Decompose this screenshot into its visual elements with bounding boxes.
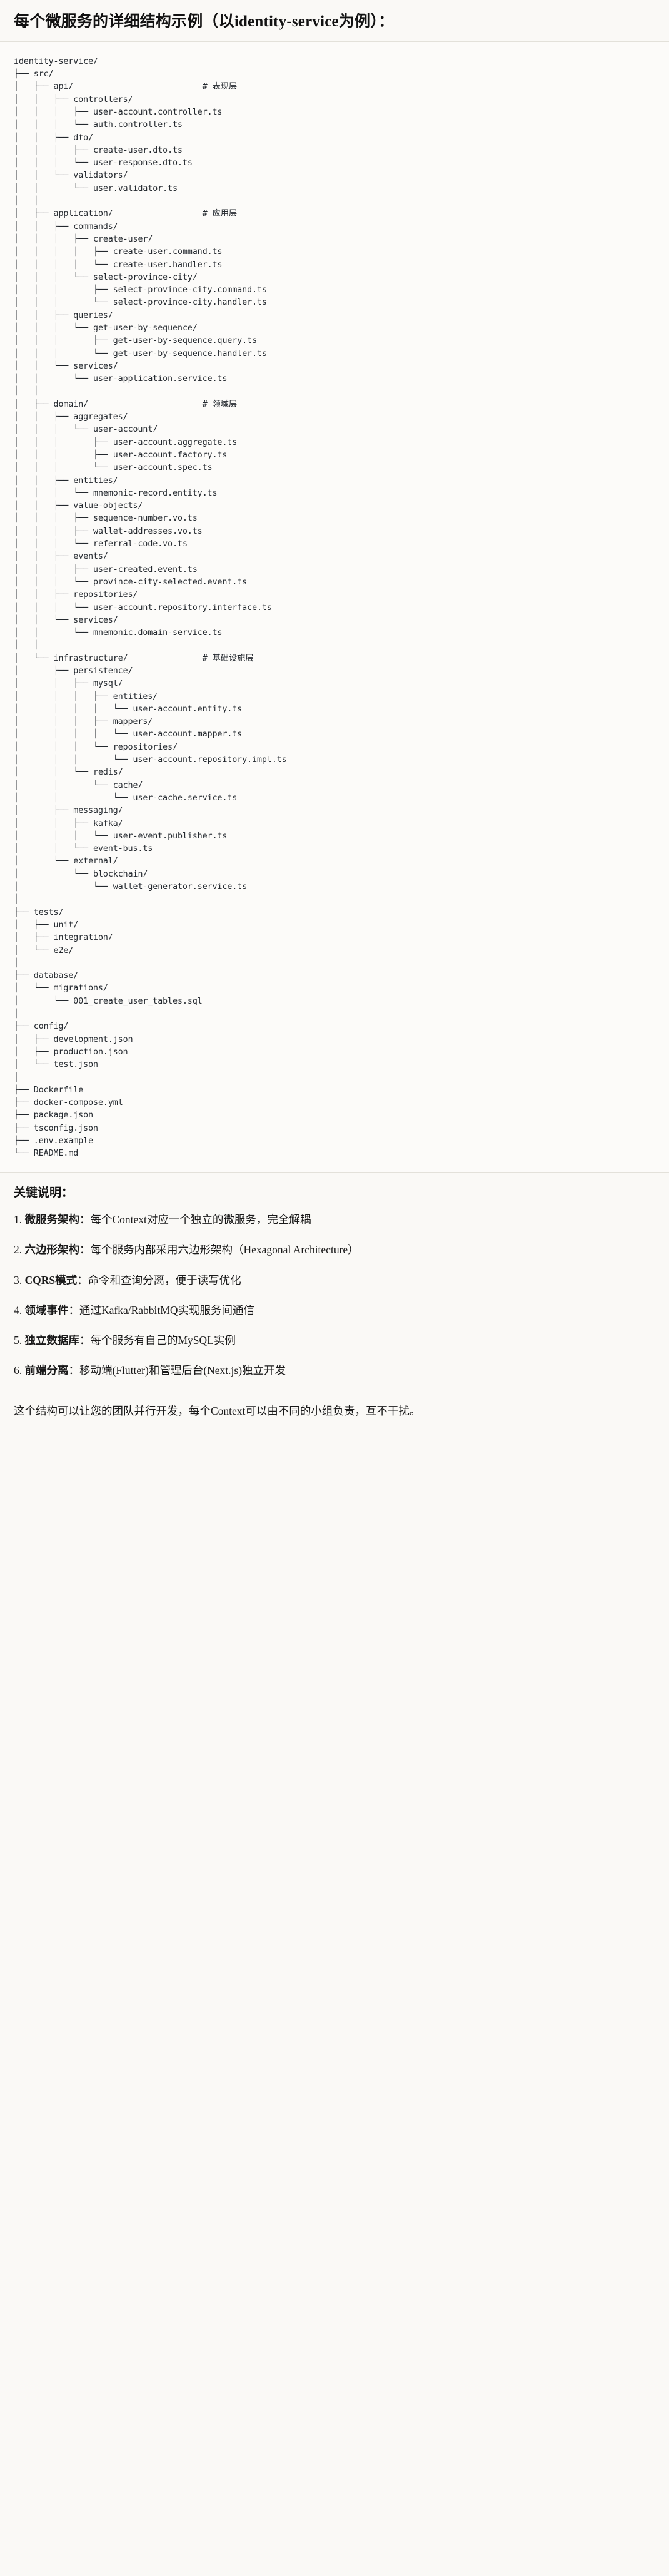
note-separator: ： — [79, 1334, 91, 1347]
note-term: 六边形架构 — [24, 1243, 80, 1256]
list-item: 六边形架构：每个服务内部采用六边形架构（Hexagonal Architectu… — [14, 1241, 655, 1258]
list-item: 微服务架构：每个Context对应一个独立的微服务，完全解耦 — [14, 1211, 655, 1228]
note-description: 每个Context对应一个独立的微服务，完全解耦 — [90, 1213, 311, 1226]
page-title-service-name: identity-service — [234, 13, 339, 30]
note-separator: ： — [77, 1273, 88, 1286]
note-separator: ： — [68, 1364, 80, 1377]
key-notes-list: 微服务架构：每个Context对应一个独立的微服务，完全解耦 六边形架构：每个服… — [14, 1211, 655, 1379]
closing-paragraph: 这个结构可以让您的团队并行开发，每个Context可以由不同的小组负责，互不干扰… — [14, 1404, 421, 1417]
key-notes-section: 关键说明： 微服务架构：每个Context对应一个独立的微服务，完全解耦 六边形… — [0, 1173, 669, 1399]
note-separator: ： — [79, 1213, 91, 1226]
directory-tree-block: identity-service/ ├── src/ │ ├── api/ # … — [0, 41, 669, 1172]
note-description: 移动端(Flutter)和管理后台(Next.js)独立开发 — [79, 1364, 286, 1377]
list-item: CQRS模式：命令和查询分离，便于读写优化 — [14, 1272, 655, 1288]
note-term: 领域事件 — [24, 1303, 69, 1316]
list-item: 前端分离：移动端(Flutter)和管理后台(Next.js)独立开发 — [14, 1362, 655, 1378]
note-term: 前端分离 — [24, 1364, 69, 1377]
key-notes-title: 关键说明： — [14, 1186, 74, 1199]
page-title-suffix: 为例）： — [338, 13, 395, 30]
page-title-prefix: 每个微服务的详细结构示例（以 — [14, 13, 234, 30]
note-term: CQRS模式 — [24, 1273, 78, 1286]
note-separator: ： — [79, 1243, 91, 1256]
note-description: 每个服务有自己的MySQL实例 — [90, 1334, 236, 1347]
heading-divider — [0, 41, 669, 42]
directory-tree: identity-service/ ├── src/ │ ├── api/ # … — [14, 56, 287, 1159]
note-description: 每个服务内部采用六边形架构（Hexagonal Architecture） — [90, 1243, 359, 1256]
note-term: 微服务架构 — [24, 1213, 80, 1226]
page-title: 每个微服务的详细结构示例（以identity-service为例）： — [0, 0, 669, 41]
note-description: 命令和查询分离，便于读写优化 — [88, 1273, 241, 1286]
document-page: 每个微服务的详细结构示例（以identity-service为例）： ident… — [0, 0, 669, 1436]
tree-divider — [0, 1171, 669, 1173]
list-item: 独立数据库：每个服务有自己的MySQL实例 — [14, 1332, 655, 1348]
note-separator: ： — [68, 1303, 80, 1316]
list-item: 领域事件：通过Kafka/RabbitMQ实现服务间通信 — [14, 1302, 655, 1318]
note-description: 通过Kafka/RabbitMQ实现服务间通信 — [79, 1303, 254, 1316]
note-term: 独立数据库 — [24, 1334, 80, 1347]
